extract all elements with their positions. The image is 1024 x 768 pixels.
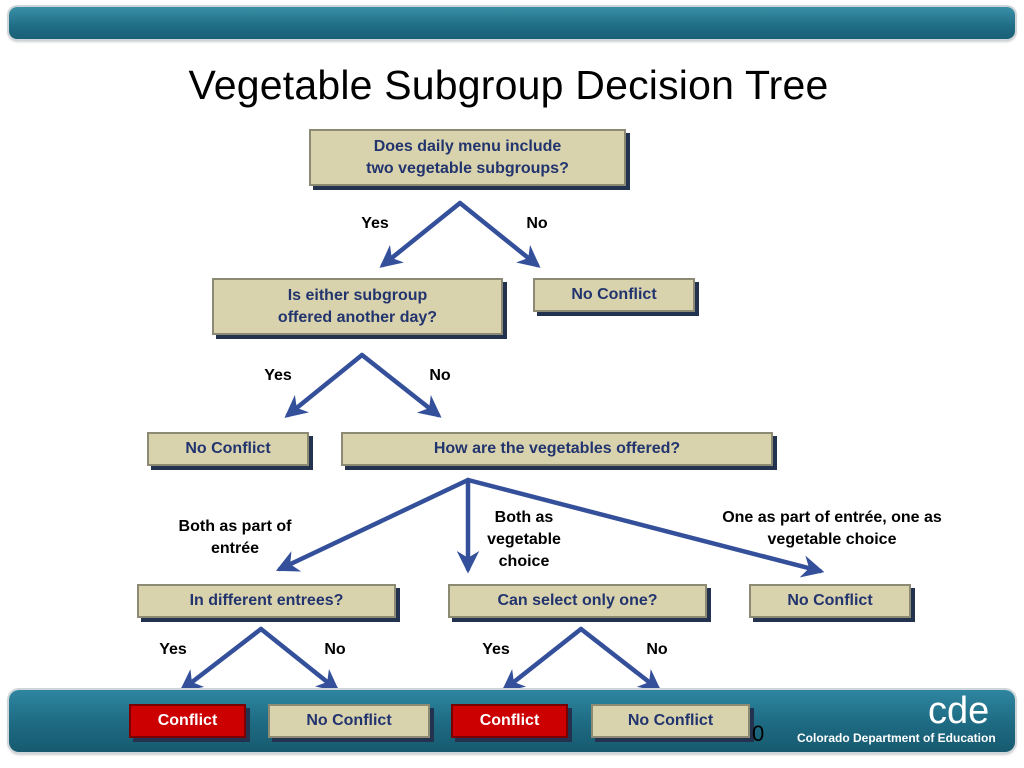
arrow-q5-no xyxy=(578,626,662,692)
arrow-q4-yes xyxy=(179,626,264,692)
organization-name: Colorado Department of Education xyxy=(797,731,996,745)
edge-label-q5-yes: Yes xyxy=(482,641,510,658)
edge-label-q1-yes: Yes xyxy=(361,215,389,232)
node-conflict-1: Conflict xyxy=(129,704,246,738)
cde-logo: cde xyxy=(928,690,990,732)
arrow-q1-yes xyxy=(379,200,463,268)
node-no-conflict-3: No Conflict xyxy=(749,584,911,618)
edge-label-both-entree: Both as part of entrée xyxy=(178,518,292,557)
node-select-one-question: Can select only one? xyxy=(448,584,707,618)
arrow-q5-yes xyxy=(501,626,584,692)
page-number: 0 xyxy=(752,721,765,746)
node-different-entrees-question: In different entrees? xyxy=(137,584,396,618)
arrow-q2-no xyxy=(359,352,442,418)
node-how-offered-question: How are the vegetables offered? xyxy=(341,432,773,466)
arrow-q4-no xyxy=(258,626,340,692)
edge-label-q4-yes: Yes xyxy=(159,641,187,658)
page-title: Vegetable Subgroup Decision Tree xyxy=(188,62,829,108)
arrow-q1-no xyxy=(457,200,541,268)
arrow-q3-mixed xyxy=(465,477,825,578)
edge-label-one-each: One as part of entrée, one as vegetable … xyxy=(722,509,942,548)
node-daily-menu-question: Does daily menu include two vegetable su… xyxy=(309,129,626,186)
node-conflict-2: Conflict xyxy=(451,704,568,738)
edge-label-q5-no: No xyxy=(646,641,668,658)
node-no-conflict-1: No Conflict xyxy=(533,278,695,312)
edge-label-q2-yes: Yes xyxy=(264,367,292,384)
top-banner xyxy=(9,7,1015,39)
arrow-q3-entree xyxy=(275,477,471,572)
arrow-q2-yes xyxy=(284,352,365,418)
edge-label-both-vegetable: Both as vegetable choice xyxy=(487,509,561,570)
edge-label-q1-no: No xyxy=(526,215,548,232)
node-no-conflict-5: No Conflict xyxy=(591,704,750,738)
node-other-day-question: Is either subgroup offered another day? xyxy=(212,278,503,335)
edge-label-q4-no: No xyxy=(324,641,346,658)
node-no-conflict-4: No Conflict xyxy=(268,704,430,738)
edge-label-q2-no: No xyxy=(429,367,451,384)
node-no-conflict-2: No Conflict xyxy=(147,432,309,466)
